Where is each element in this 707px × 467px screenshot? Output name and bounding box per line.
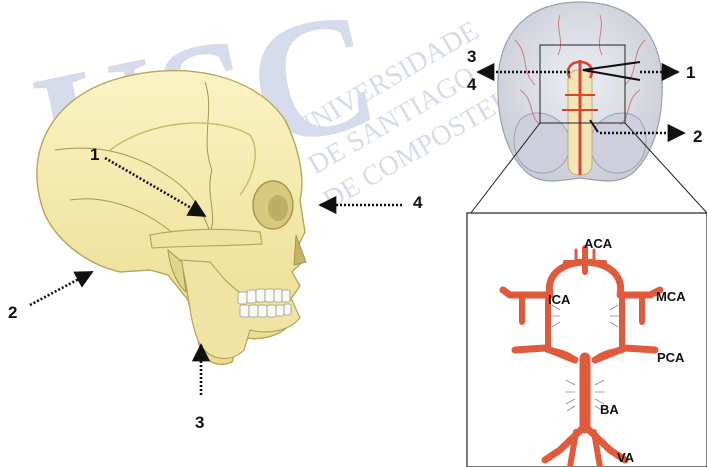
label-pca: PCA: [657, 350, 685, 365]
label-va: VA: [617, 450, 635, 465]
circle-of-willis-inset: ACA ICA MCA PCA BA VA: [467, 213, 707, 467]
skull-arrow-2: [30, 272, 92, 305]
label-aca: ACA: [584, 236, 613, 251]
brain-label-4: 4: [467, 75, 477, 94]
brain-label-3: 3: [467, 47, 476, 66]
brain-label-2: 2: [693, 127, 702, 146]
skull-label-2: 2: [8, 303, 17, 322]
skull-label-4: 4: [413, 193, 423, 212]
label-ica: ICA: [548, 292, 571, 307]
label-ba: BA: [600, 402, 619, 417]
brain-label-1: 1: [686, 63, 695, 82]
skull-label-1: 1: [90, 145, 99, 164]
brain-inferior-view: [467, 2, 707, 218]
skull-label-3: 3: [195, 413, 204, 432]
skull-illustration: [37, 71, 306, 365]
label-mca: MCA: [656, 289, 686, 304]
